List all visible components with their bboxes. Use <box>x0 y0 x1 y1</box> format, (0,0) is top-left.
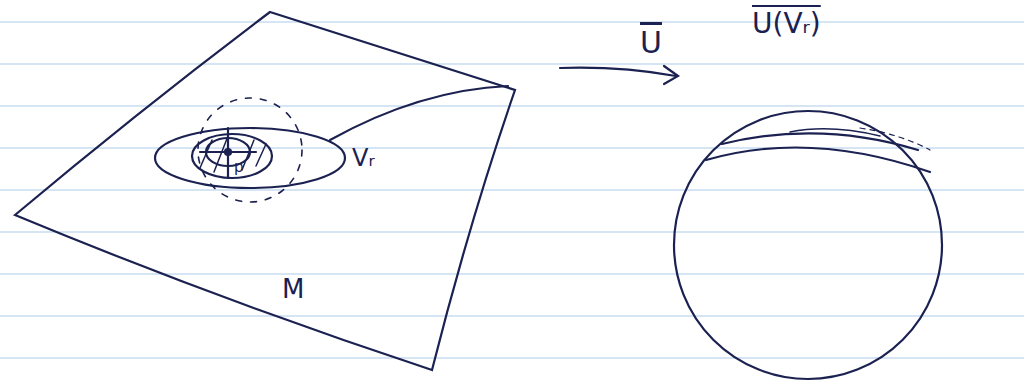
image-name: U(Vᵣ) <box>752 10 821 38</box>
sphere <box>674 111 942 379</box>
map-name: U <box>640 28 662 58</box>
arrow-head <box>664 66 678 84</box>
point-name: p <box>234 160 244 175</box>
surface-outline <box>15 12 515 370</box>
sphere-cap <box>722 133 918 150</box>
leader-line <box>330 86 508 140</box>
ruled-lines <box>0 22 1024 358</box>
surface-name: M <box>282 276 304 302</box>
cap-shading <box>860 128 930 150</box>
map-arrow <box>560 68 676 76</box>
cap-shading <box>790 129 880 136</box>
region-name: Vᵣ <box>352 146 375 170</box>
sphere-cap <box>706 148 930 173</box>
neighbourhood-inner <box>192 134 272 178</box>
point-dot <box>225 149 231 155</box>
hatching <box>200 136 266 172</box>
neighbourhood-vr <box>155 128 345 188</box>
